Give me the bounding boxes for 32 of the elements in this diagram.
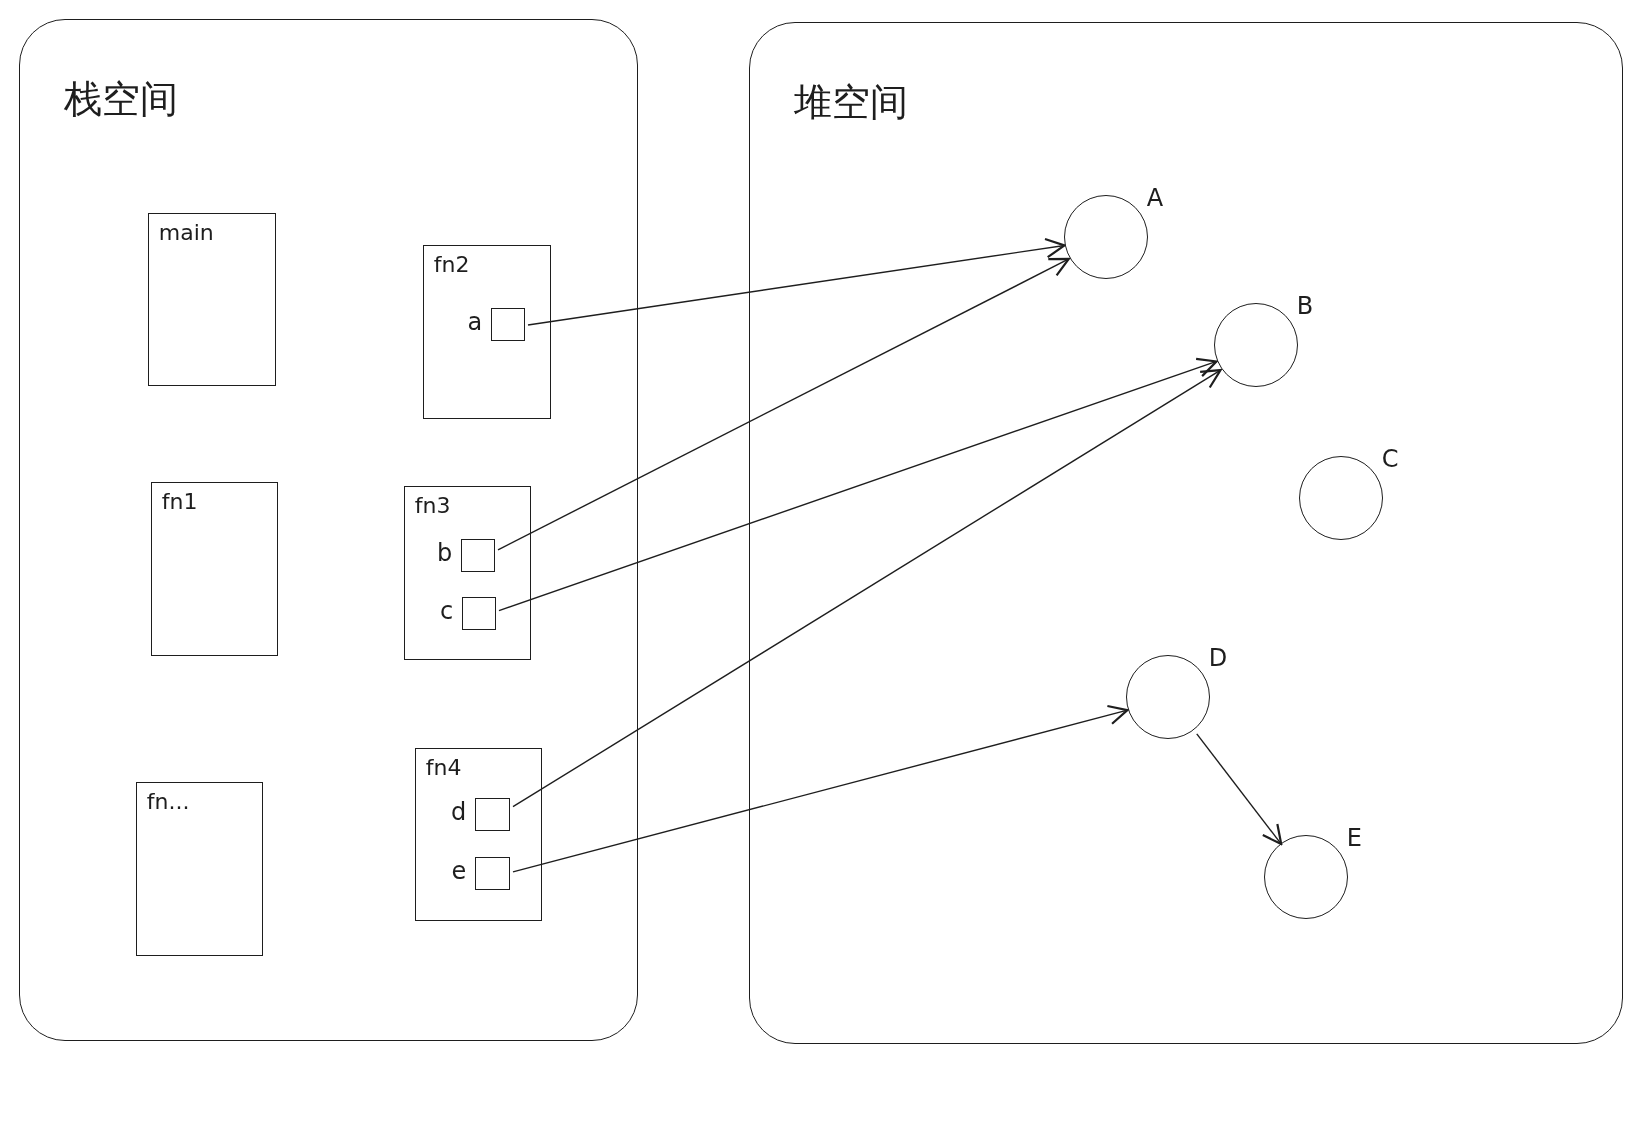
frame-label: fn3 <box>414 492 451 518</box>
stack-frame-box <box>422 244 551 419</box>
variable-name: a <box>467 308 483 337</box>
stack-frame-box <box>403 485 531 660</box>
region-title: 栈空间 <box>64 76 179 124</box>
region-title: 堆空间 <box>794 79 909 127</box>
memory-region-panel <box>19 19 639 1042</box>
frame-label: fn... <box>146 788 190 814</box>
variable-name: b <box>436 539 453 568</box>
stack-frame-box <box>135 781 263 956</box>
variable-name: B <box>1296 291 1314 320</box>
memory-region-panel <box>749 22 1624 1045</box>
frame-label: fn1 <box>161 488 198 514</box>
pointer-arrow <box>1196 733 1283 846</box>
variable-name: e <box>451 857 467 886</box>
pointer-arrow <box>498 357 1218 612</box>
variable-name: E <box>1346 823 1362 852</box>
frame-label: main <box>158 219 214 245</box>
variable-name: c <box>439 597 454 626</box>
frame-label: fn4 <box>425 754 462 780</box>
variable-name: C <box>1381 444 1399 473</box>
variable-name: d <box>450 798 467 827</box>
stack-frame-box <box>414 747 542 921</box>
variable-name: A <box>1146 183 1164 212</box>
pointer-arrow <box>512 369 1222 808</box>
stack-frame-box <box>147 212 276 386</box>
variable-name: D <box>1208 643 1228 672</box>
frame-label: fn2 <box>433 251 470 277</box>
pointer-arrow <box>497 257 1070 551</box>
pointer-arrow <box>512 704 1129 873</box>
stack-frame-box <box>150 481 278 656</box>
pointer-arrow <box>527 237 1066 326</box>
